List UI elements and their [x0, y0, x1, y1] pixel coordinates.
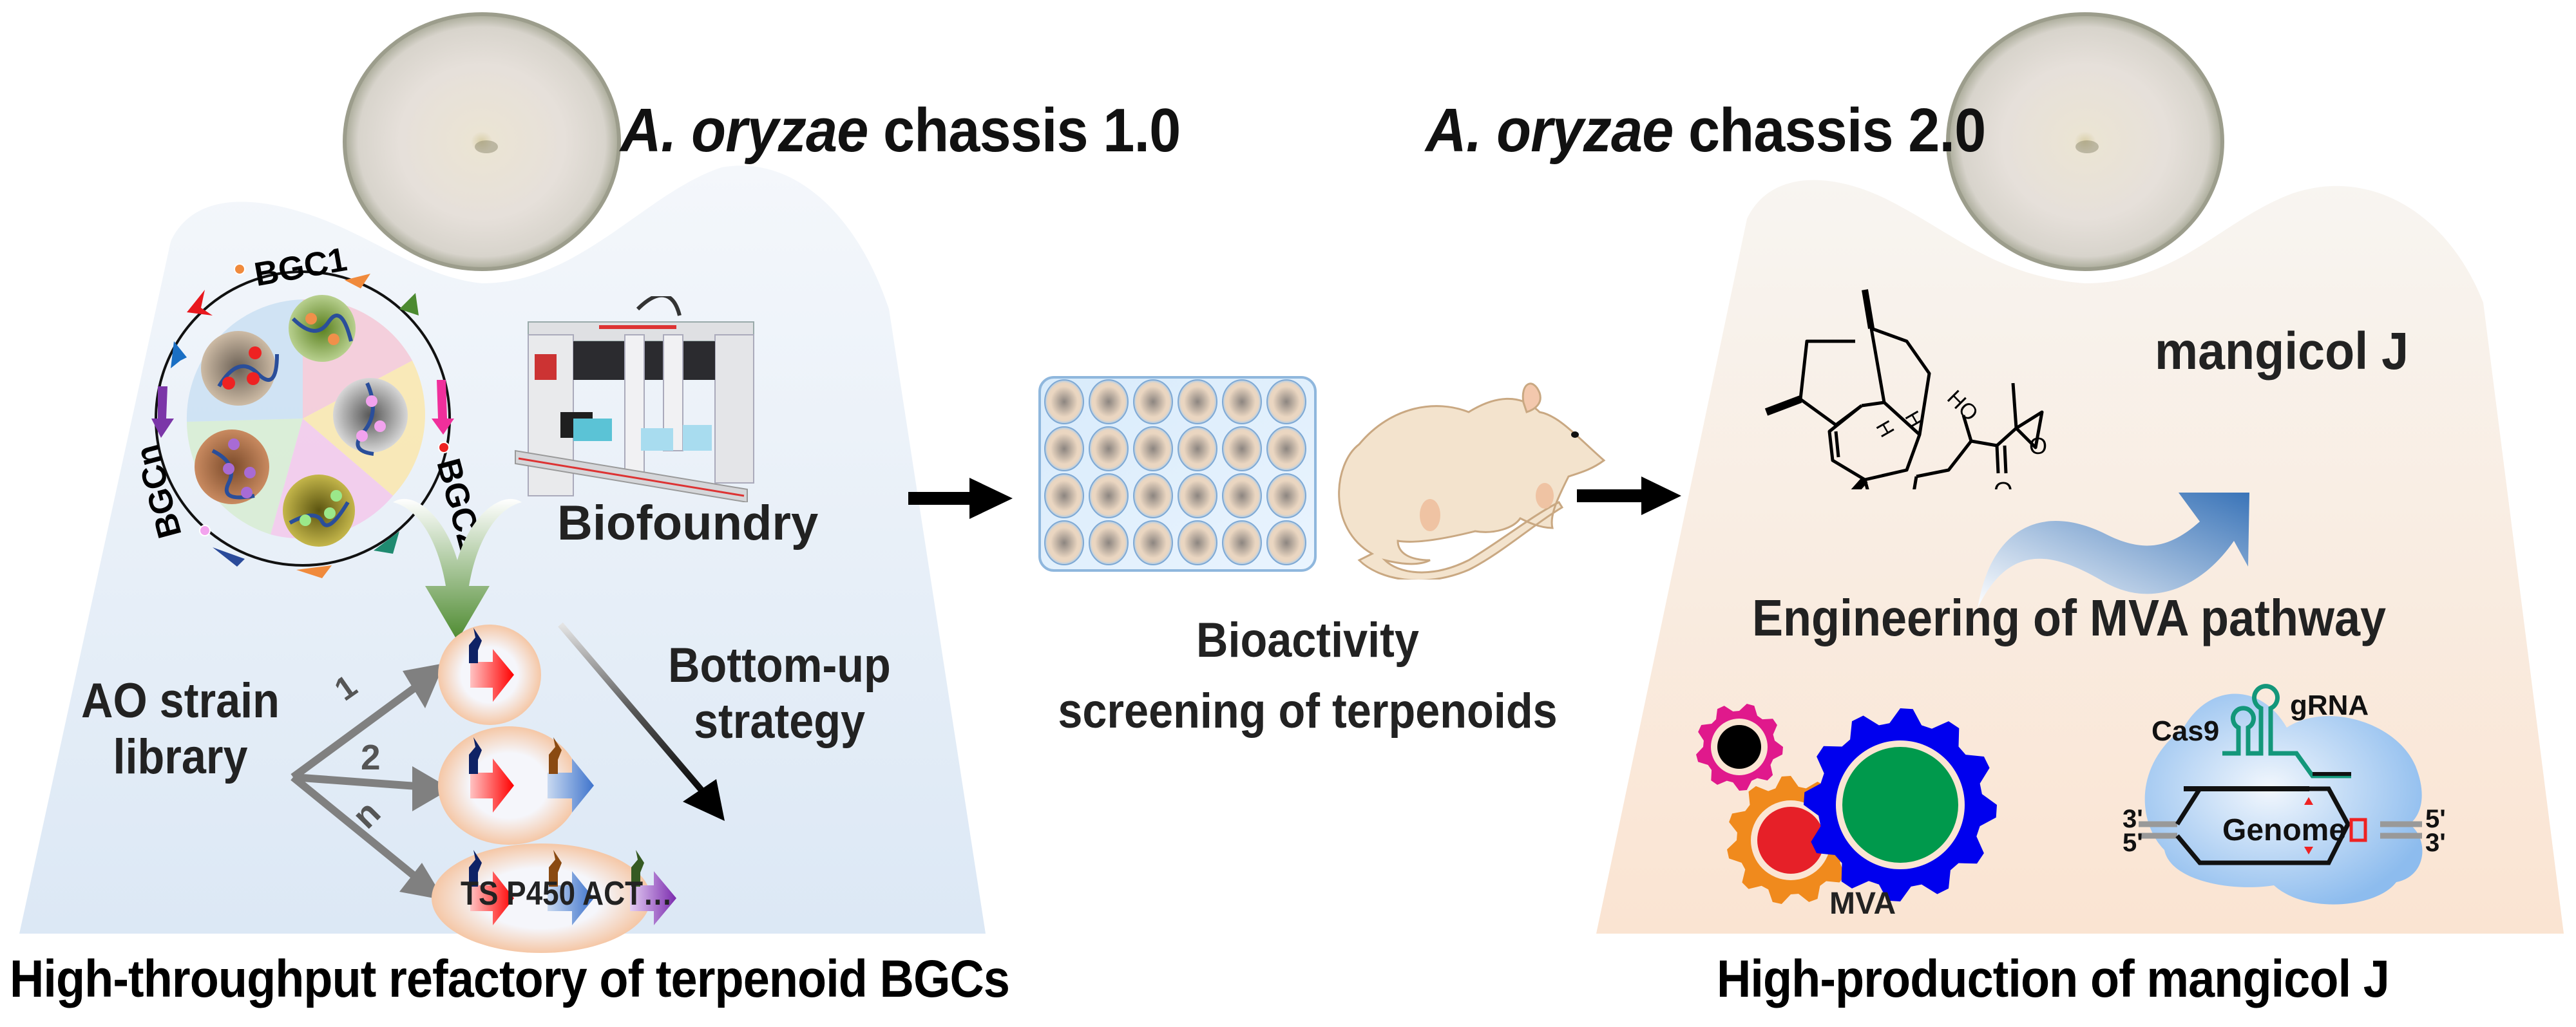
plate-well	[1133, 379, 1173, 424]
strain-library-label: AO strain library	[76, 673, 285, 786]
strain-cell-n	[432, 843, 676, 953]
chassis-version: chassis 2.0	[1673, 96, 1986, 165]
mva-label: MVA	[1829, 887, 1896, 921]
mouse-icon	[1338, 382, 1606, 579]
plate-well	[1266, 426, 1306, 471]
plate-well	[1133, 473, 1173, 518]
h-label-1: H	[1871, 417, 1899, 441]
arrow-to-screening-icon	[908, 478, 1013, 519]
genome-label: Genome	[2222, 813, 2346, 847]
species-name: A. oryzae	[620, 96, 868, 165]
strain-library-line2: library	[113, 730, 248, 785]
colony-3	[333, 378, 408, 456]
left-caption: High-throughput refactory of terpenoid B…	[10, 950, 1010, 1008]
green-down-arrow-icon	[393, 498, 522, 641]
petri-dish-chassis-1	[343, 12, 621, 271]
cas9-label: Cas9	[2151, 715, 2219, 747]
branch-arrows	[291, 663, 451, 900]
screening-line2: screening of terpenoids	[1058, 684, 1558, 739]
petri-dish-chassis-2	[1946, 12, 2224, 271]
plate-well	[1222, 520, 1262, 565]
arrow-to-chassis2-icon	[1577, 476, 1681, 515]
grna-icon	[2222, 684, 2351, 778]
plate-well	[1178, 520, 1217, 565]
plate-well	[1266, 520, 1306, 565]
gear-magenta-icon	[1696, 704, 1783, 791]
grna-label: gRNA	[2290, 690, 2369, 721]
colony-2	[289, 295, 356, 362]
strain-cell-1	[438, 625, 541, 725]
colony-1	[201, 331, 279, 406]
cut-site-arrows	[2304, 797, 2313, 854]
plate-well	[1089, 426, 1129, 471]
strain-cell-2	[438, 726, 594, 845]
plate-well	[1089, 473, 1129, 518]
well-plate	[1038, 376, 1317, 572]
strand-left-bottom-label: 5'	[2123, 829, 2143, 857]
ring-markers	[199, 263, 450, 536]
plate-well	[1044, 379, 1084, 424]
plate-well	[1222, 426, 1262, 471]
plate-well	[1266, 379, 1306, 424]
plate-well	[1044, 426, 1084, 471]
plate-well	[1178, 426, 1217, 471]
colony-4	[195, 429, 269, 504]
chassis-1-title: A. oryzae chassis 1.0	[620, 100, 1181, 162]
strand-right-top-label: 5'	[2425, 805, 2446, 833]
screening-line1: Bioactivity	[1196, 613, 1419, 668]
plate-wells	[1044, 379, 1306, 565]
plate-well	[1089, 379, 1129, 424]
gene-labels: TS P450 ACT…	[461, 875, 673, 912]
plate-well	[1089, 520, 1129, 565]
mangicol-j-structure: HO O O H H	[1764, 289, 2047, 489]
biofoundry-robot-icon	[515, 296, 754, 502]
branch-label-2: 2	[361, 737, 381, 777]
strain-library-line1: AO strain	[81, 674, 280, 728]
screening-label: Bioactivity screening of terpenoids	[1035, 605, 1580, 747]
chassis-version: chassis 1.0	[868, 96, 1181, 165]
gear-blue-icon	[1804, 708, 1997, 901]
compound-name: mangicol J	[2155, 322, 2409, 381]
plate-well	[1178, 379, 1217, 424]
gear-orange-icon	[1727, 776, 1855, 904]
colony-5	[283, 475, 355, 547]
strand-left-top-label: 3'	[2123, 805, 2143, 833]
dna-duplex	[2139, 772, 2422, 865]
right-caption: High-production of mangicol J	[1717, 950, 2390, 1008]
plate-well	[1266, 473, 1306, 518]
plate-well	[1222, 473, 1262, 518]
epoxide-oxygen-label: O	[2029, 433, 2047, 459]
species-name: A. oryzae	[1426, 96, 1674, 165]
plate-well	[1133, 520, 1173, 565]
cas9-genome-editing: 3' 5' 5' 3' Genome Cas9 gRNA	[2123, 684, 2446, 905]
plate-well	[1178, 473, 1217, 518]
engineering-label: Engineering of MVA pathway	[1752, 589, 2387, 646]
mva-gears	[1696, 704, 1997, 904]
plate-well	[1044, 473, 1084, 518]
ring-gene-arrows	[151, 274, 454, 578]
bottom-up-strategy-label: Bottom-up strategy	[658, 637, 901, 750]
hydroxyl-label: HO	[1942, 386, 1983, 426]
strategy-line1: Bottom-up	[668, 638, 891, 693]
chassis-2-title: A. oryzae chassis 2.0	[1426, 100, 1986, 162]
strand-right-bottom-label: 3'	[2425, 829, 2446, 857]
plate-well	[1133, 426, 1173, 471]
strategy-line2: strategy	[693, 694, 866, 749]
plate-well	[1044, 520, 1084, 565]
plate-well	[1222, 379, 1262, 424]
cas9-protein	[2144, 693, 2423, 905]
ketone-oxygen-label: O	[1994, 478, 2013, 489]
biofoundry-label: Biofoundry	[557, 496, 819, 551]
bottom-up-arrow-icon	[558, 622, 725, 821]
increase-arrow-icon	[1978, 493, 2249, 608]
